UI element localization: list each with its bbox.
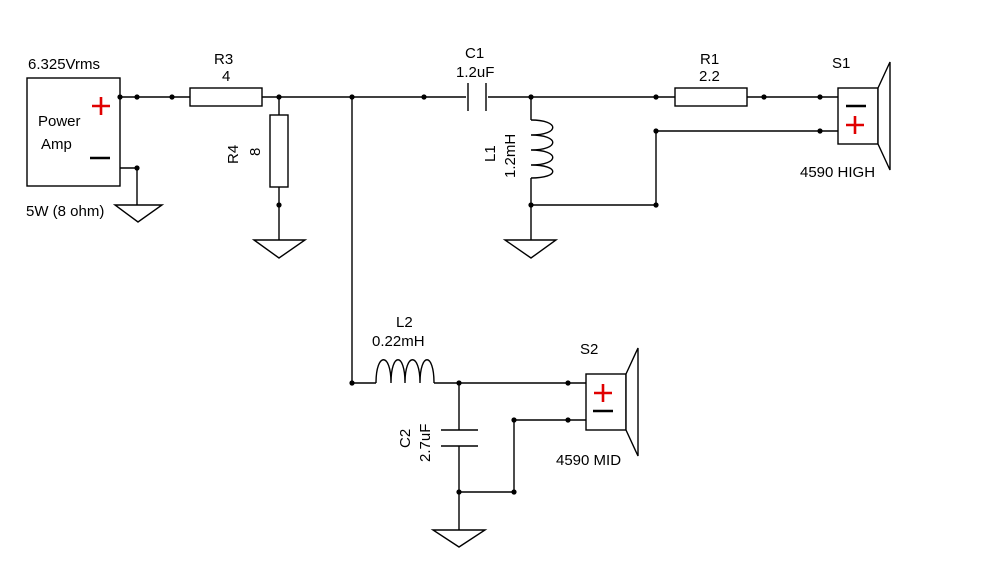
junction-dot (511, 417, 517, 423)
s1-body (837, 87, 879, 145)
c2-value: 2.7uF (417, 424, 434, 462)
ground-icon-c2 (430, 529, 488, 548)
c1-value: 1.2uF (456, 64, 494, 81)
r3-ref: R3 (214, 51, 233, 68)
r4-value: 8 (247, 148, 264, 156)
junction-dot (421, 94, 427, 100)
l1-coil (530, 119, 554, 179)
r1-value: 2.2 (699, 68, 720, 85)
power-amplifier: 6.325Vrms Power Amp 5W (8 ohm) (26, 56, 121, 220)
junction-dot (134, 165, 140, 171)
resistor-r4: R4 8 (225, 114, 289, 188)
capacitor-c2: C2 2.7uF (397, 424, 478, 462)
junction-dot (565, 417, 571, 423)
amp-power-label: 5W (8 ohm) (26, 203, 104, 220)
junction-dot (653, 94, 659, 100)
inductor-l2: L2 0.22mH (372, 314, 435, 384)
junction-dot (817, 94, 823, 100)
c2-ref: C2 (397, 429, 414, 448)
junction-dot (565, 380, 571, 386)
r4-ref: R4 (225, 145, 242, 164)
speaker-s1: S1 4590 HIGH (800, 55, 891, 181)
r1-body (674, 87, 748, 107)
junction-dot (456, 380, 462, 386)
l1-ref: L1 (482, 145, 499, 162)
s2-ref: S2 (580, 341, 598, 358)
capacitor-c1: C1 1.2uF (456, 45, 494, 111)
s1-ref: S1 (832, 55, 850, 72)
l2-coil (375, 359, 435, 384)
junction-dot (276, 202, 282, 208)
l2-ref: L2 (396, 314, 413, 331)
grounds (112, 204, 559, 548)
junctions (117, 94, 823, 495)
resistor-r1: R1 2.2 (674, 51, 748, 107)
junction-dot (817, 128, 823, 134)
junction-dot (456, 489, 462, 495)
r3-value: 4 (222, 68, 230, 85)
speaker-s2: S2 4590 MID (556, 341, 639, 469)
r1-ref: R1 (700, 51, 719, 68)
junction-dot (169, 94, 175, 100)
junction-dot (761, 94, 767, 100)
junction-dot (134, 94, 140, 100)
junction-dot (276, 94, 282, 100)
amplifier-body (26, 77, 121, 187)
inductor-l1: L1 1.2mH (482, 119, 554, 179)
s2-cone (625, 347, 639, 457)
junction-dot (528, 202, 534, 208)
resistor-r3: R3 4 (189, 51, 263, 107)
s1-model: 4590 HIGH (800, 164, 875, 181)
junction-dot (511, 489, 517, 495)
amp-name-line1: Power (38, 113, 81, 130)
s1-cone (877, 61, 891, 171)
l1-value: 1.2mH (502, 134, 519, 178)
ground-icon-amp (112, 204, 165, 223)
junction-dot (117, 94, 123, 100)
ground-icon-r4 (251, 239, 308, 259)
c1-ref: C1 (465, 45, 484, 62)
junction-dot (653, 128, 659, 134)
junction-dot (653, 202, 659, 208)
junction-dot (349, 380, 355, 386)
amp-voltage-label: 6.325Vrms (28, 56, 100, 73)
ground-icon-l1 (502, 239, 559, 259)
amp-name-line2: Amp (41, 136, 72, 153)
wires (120, 96, 838, 530)
junction-dot (528, 94, 534, 100)
junction-dot (349, 94, 355, 100)
r4-body (269, 114, 289, 188)
s2-body (585, 373, 627, 431)
r3-body (189, 87, 263, 107)
l2-value: 0.22mH (372, 333, 425, 350)
s2-model: 4590 MID (556, 452, 621, 469)
